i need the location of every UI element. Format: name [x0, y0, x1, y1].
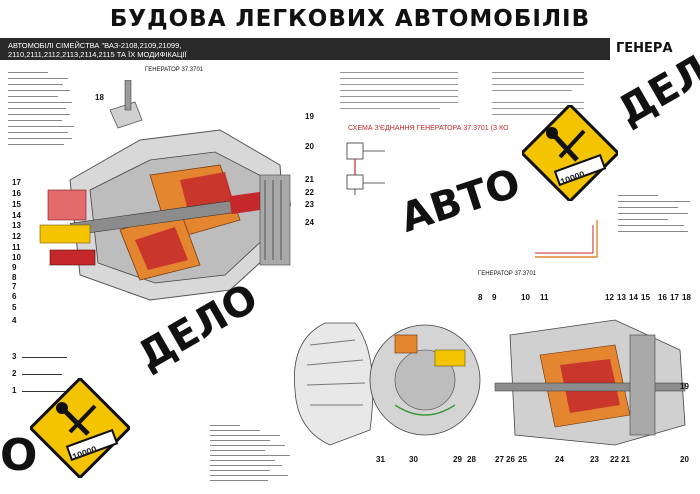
subtitle-line-1: АВТОМОБІЛІ СІМЕЙСТВА "ВАЗ-2108,2109,2109…	[8, 41, 182, 50]
wrench-screwdriver-icon	[56, 402, 97, 436]
exploded-callout-11: 11	[540, 293, 549, 302]
header-band: БУДОВА ЛЕГКОВИХ АВТОМОБІЛІВ	[0, 0, 700, 38]
callout-21: 21	[305, 175, 314, 184]
exploded-callout-13: 13	[617, 293, 626, 302]
callout-11: 11	[12, 243, 21, 252]
callout-10: 10	[12, 253, 21, 262]
odometer-box	[65, 428, 119, 462]
callout-9: 9	[12, 263, 17, 272]
exploded-callout-20: 20	[680, 455, 689, 464]
callout-14: 14	[12, 211, 21, 220]
brand-logo-top: 10000	[519, 102, 621, 204]
exploded-callout-19: 19	[680, 382, 689, 391]
generator-rectifier	[39, 189, 96, 266]
exploded-callout-17: 17	[670, 293, 679, 302]
callout-24: 24	[305, 218, 314, 227]
parts-legend-left	[8, 72, 78, 152]
callout-6: 6	[12, 292, 17, 301]
callout-20: 20	[305, 142, 314, 151]
callout-16: 16	[12, 189, 21, 198]
callout-leader-3	[22, 357, 67, 358]
exploded-callout-18: 18	[682, 293, 691, 302]
description-paragraph	[340, 72, 460, 122]
connection-scheme-diagram	[346, 142, 598, 258]
callout-4: 4	[12, 316, 17, 325]
exploded-callout-25: 25	[518, 455, 527, 464]
subtitle-line-2: 2110,2111,2112,2113,2114,2115 ТА ЇХ МОДИ…	[8, 50, 187, 59]
exploded-callout-16: 16	[658, 293, 667, 302]
callout-15: 15	[12, 200, 21, 209]
callout-2: 2	[12, 369, 17, 378]
connection-scheme-title: СХЕМА З'ЄДНАННЯ ГЕНЕРАТОРА 37.3701 (З КО	[348, 125, 509, 132]
exploded-callout-8: 8	[478, 293, 483, 302]
exploded-callout-9: 9	[492, 293, 497, 302]
generator-exploded-view	[294, 319, 686, 446]
callout-12: 12	[12, 232, 21, 241]
exploded-callout-12: 12	[605, 293, 614, 302]
exploded-callout-23: 23	[590, 455, 599, 464]
callout-19: 19	[305, 112, 314, 121]
generator-cutaway-illustration	[39, 80, 291, 301]
exploded-callout-30: 30	[409, 455, 418, 464]
exploded-callout-24: 24	[555, 455, 564, 464]
page-title: БУДОВА ЛЕГКОВИХ АВТОМОБІЛІВ	[109, 6, 591, 32]
exploded-callout-10: 10	[521, 293, 530, 302]
callout-8: 8	[12, 273, 17, 282]
brand-word-o: О	[0, 430, 38, 481]
exploded-callout-14: 14	[629, 293, 638, 302]
callout-18: 18	[95, 93, 104, 102]
callout-17: 17	[12, 178, 21, 187]
exploded-callout-28: 28	[467, 455, 476, 464]
section-title: ГЕНЕРА	[610, 38, 700, 60]
generator-fan	[259, 174, 291, 266]
callout-1: 1	[12, 386, 17, 395]
brand-logo-bottom: 10000	[28, 376, 132, 480]
odometer-box	[553, 153, 607, 187]
callout-5: 5	[12, 303, 17, 312]
exploded-callout-29: 29	[453, 455, 462, 464]
callout-3: 3	[12, 352, 17, 361]
exploded-fan-part	[294, 322, 374, 446]
callout-13: 13	[12, 221, 21, 230]
exploded-cover-part	[369, 324, 481, 436]
callout-22: 22	[305, 188, 314, 197]
generator-label-left: ГЕНЕРАТОР 37.3701	[145, 67, 204, 73]
specifications-block	[492, 72, 587, 142]
callout-23: 23	[305, 200, 314, 209]
exploded-housing-part	[494, 319, 686, 446]
subheader: АВТОМОБІЛІ СІМЕЙСТВА "ВАЗ-2108,2109,2109…	[0, 38, 700, 60]
generator-label-right: ГЕНЕРАТОР 37.3701	[478, 271, 537, 277]
exploded-callout-31: 31	[376, 455, 385, 464]
exploded-callout-27: 27	[495, 455, 504, 464]
exploded-callout-26: 26	[506, 455, 515, 464]
callout-leader-2	[22, 374, 62, 375]
parts-legend-right	[618, 195, 696, 240]
parts-legend-bottom	[210, 425, 300, 490]
exploded-callout-21: 21	[621, 455, 630, 464]
wrench-screwdriver-icon	[546, 127, 586, 162]
exploded-callout-15: 15	[641, 293, 650, 302]
callout-7: 7	[12, 282, 17, 291]
callout-leader-1	[22, 391, 67, 392]
exploded-callout-22: 22	[610, 455, 619, 464]
